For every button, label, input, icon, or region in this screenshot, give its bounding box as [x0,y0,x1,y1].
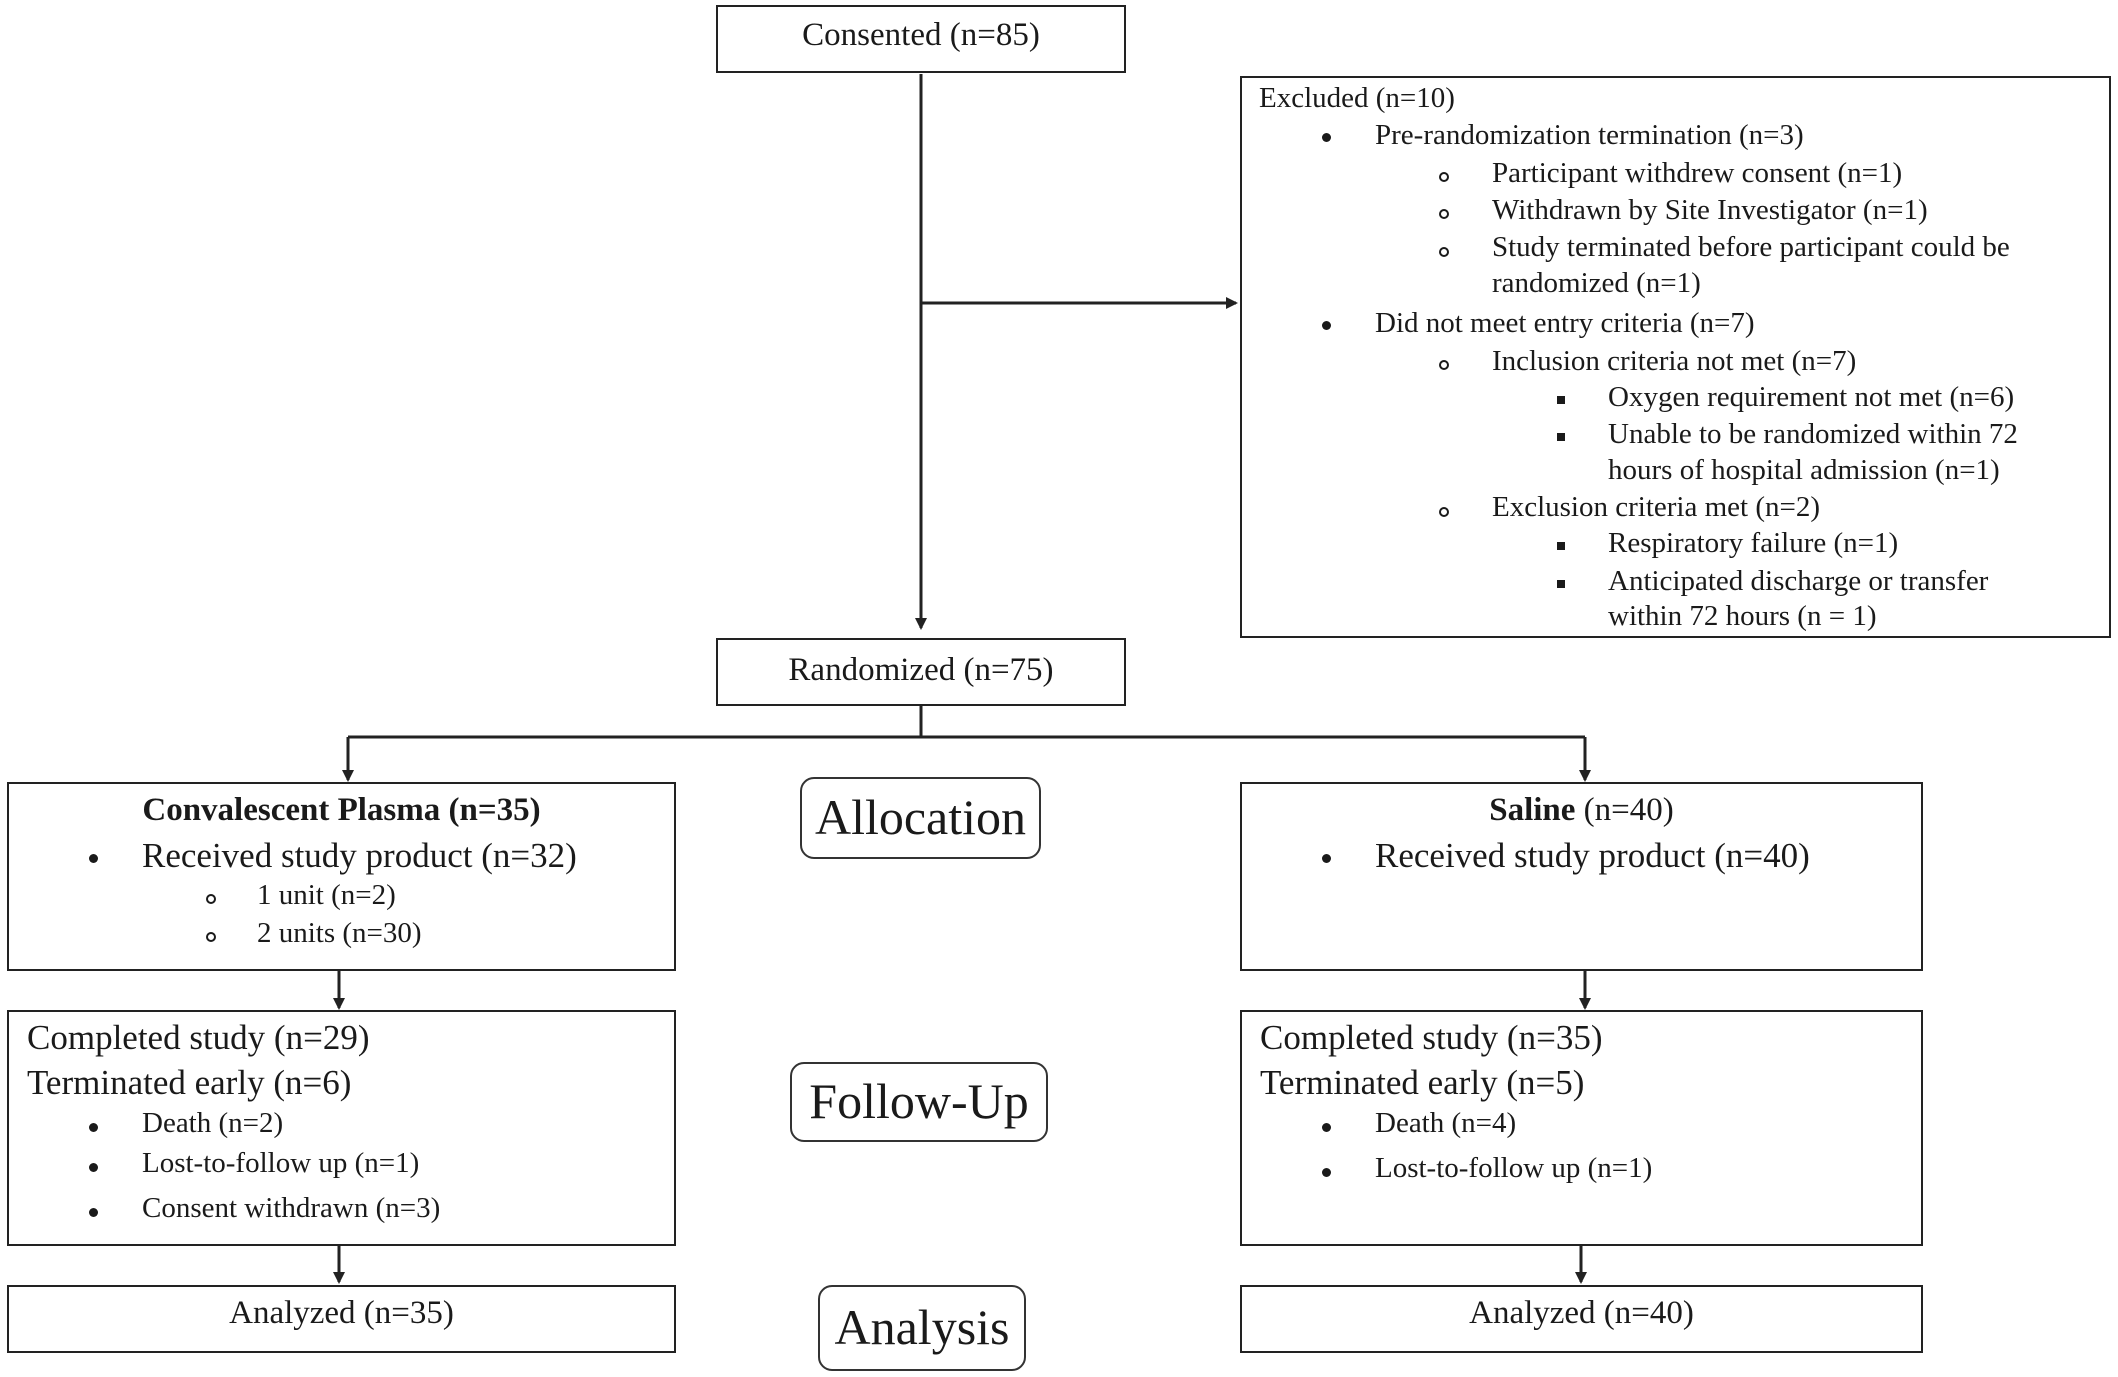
saline-analyzed-box: Analyzed (n=40) [1240,1285,1923,1353]
plasma-unit1: 1 unit (n=2) [257,879,396,911]
stage-allocation: Allocation [800,777,1041,859]
saline-title-count: (n=40) [1575,792,1674,828]
consented-box: Consented (n=85) [716,5,1126,73]
excluded-item: Oxygen requirement not met (n=6) [1608,381,2015,413]
saline-analyzed-label: Analyzed (n=40) [1469,1295,1694,1331]
bullet-circle [206,932,216,942]
plasma-analyzed-label: Analyzed (n=35) [229,1295,454,1331]
excluded-item: randomized (n=1) [1492,267,1701,299]
excluded-title: Excluded (n=10) [1259,82,1455,114]
plasma-analyzed-box: Analyzed (n=35) [7,1285,676,1353]
plasma-terminated: Terminated early (n=6) [27,1063,352,1102]
randomized-label: Randomized (n=75) [788,652,1054,688]
plasma-withdrawn: Consent withdrawn (n=3) [142,1192,441,1224]
bullet-dot [89,1163,98,1172]
excluded-item: Study terminated before participant coul… [1492,231,2010,263]
bullet-circle [1439,247,1449,257]
excluded-item: Withdrawn by Site Investigator (n=1) [1492,194,1928,226]
excluded-item: Did not meet entry criteria (n=7) [1375,307,1755,339]
saline-completed: Completed study (n=35) [1260,1018,1603,1057]
excluded-item: within 72 hours (n = 1) [1608,600,1877,632]
plasma-followup-box: Completed study (n=29) Terminated early … [7,1010,676,1246]
plasma-title: Convalescent Plasma (n=35) [142,792,541,828]
excluded-item: Anticipated discharge or transfer [1608,565,1989,597]
bullet-circle [1439,209,1449,219]
bullet-circle [1439,172,1449,182]
bullet-dot [1322,1168,1331,1177]
bullet-square [1557,542,1565,550]
plasma-allocation-box: Convalescent Plasma (n=35) Received stud… [7,782,676,971]
plasma-received: Received study product (n=32) [142,836,577,875]
bullet-dot [1322,854,1331,863]
plasma-completed: Completed study (n=29) [27,1018,370,1057]
bullet-square [1557,580,1565,588]
saline-terminated: Terminated early (n=5) [1260,1063,1585,1102]
excluded-item: hours of hospital admission (n=1) [1608,454,2000,486]
saline-death: Death (n=4) [1375,1107,1517,1139]
excluded-item: Pre-randomization termination (n=3) [1375,119,1804,151]
plasma-lost: Lost-to-follow up (n=1) [142,1147,420,1179]
plasma-death: Death (n=2) [142,1107,284,1139]
plasma-unit2: 2 units (n=30) [257,917,422,949]
saline-received: Received study product (n=40) [1375,836,1810,875]
bullet-dot [89,854,98,863]
excluded-item: Participant withdrew consent (n=1) [1492,157,1903,189]
consented-label: Consented (n=85) [802,17,1040,53]
saline-followup-box: Completed study (n=35) Terminated early … [1240,1010,1923,1246]
excluded-item: Respiratory failure (n=1) [1608,527,1899,559]
excluded-item: Inclusion criteria not met (n=7) [1492,345,1857,377]
excluded-box: Excluded (n=10) Pre-randomization termin… [1240,76,2111,638]
stage-analysis: Analysis [818,1285,1026,1371]
bullet-dot [89,1208,98,1217]
bullet-circle [206,894,216,904]
saline-allocation-box: Saline (n=40) Received study product (n=… [1240,782,1923,971]
bullet-dot [1322,1123,1331,1132]
saline-lost: Lost-to-follow up (n=1) [1375,1152,1653,1184]
bullet-square [1557,396,1565,404]
saline-title: Saline [1489,792,1576,828]
excluded-item: Unable to be randomized within 72 [1608,418,2018,450]
bullet-dot [89,1123,98,1132]
randomized-box: Randomized (n=75) [716,638,1126,706]
bullet-circle [1439,360,1449,370]
bullet-square [1557,433,1565,441]
bullet-dot [1322,321,1331,330]
stage-followup: Follow-Up [790,1062,1048,1142]
excluded-item: Exclusion criteria met (n=2) [1492,491,1820,523]
bullet-dot [1322,133,1331,142]
bullet-circle [1439,507,1449,517]
